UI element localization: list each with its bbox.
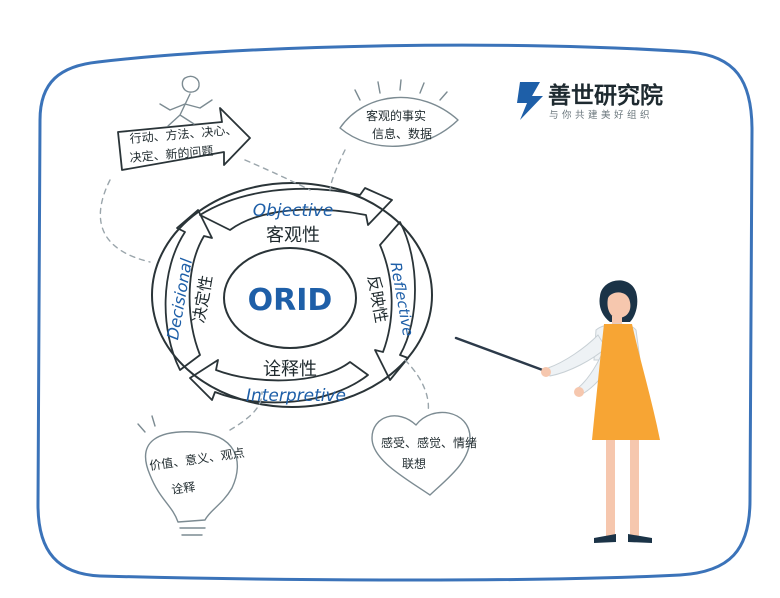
interpretive-en: Interpretive [246,386,346,406]
shoe-right [628,534,652,543]
heart-icon [371,411,471,496]
raised-arm [547,334,607,377]
dashed-connector-bulb [229,391,263,431]
dashed-connector-action-2 [244,159,311,191]
hand-left [541,367,551,377]
brand-slogan: 与你共建美好组织 [549,109,653,121]
heart-note: 感受、感觉、情绪 联想 [371,411,477,496]
pointer-stick [454,336,550,374]
frame-border [36,43,754,582]
leg-left [606,440,615,536]
eye-lashes-icon [354,79,448,101]
action-note-line2: 决定、新的问题 [129,143,214,165]
lightning-logo-icon [517,82,543,120]
climbing-figure-icon [159,75,213,127]
lightbulb-icon [144,431,239,536]
heart-note-line2: 联想 [402,456,426,471]
eye-note-line1: 客观的事实 [366,108,426,123]
face [607,292,631,318]
dashed-connector-eye [329,149,346,191]
brand-logo: 善世研究院 与你共建美好组织 [517,82,663,121]
bulb-note: 价值、意义、观点 诠释 [137,415,245,536]
center-label: ORID [248,283,333,318]
neck [612,316,622,326]
arrow-reflective [374,221,416,381]
eye-note-line2: 信息、数据 [372,126,432,141]
action-note: 行动、方法、决心、 决定、新的问题 [117,75,251,171]
dashed-connector-action [99,179,151,263]
leg-right [630,440,639,536]
arrow-sign-icon [117,107,251,171]
bulb-rays-icon [137,415,156,433]
eye-note: 客观的事实 信息、数据 [339,79,459,147]
objective-en: Objective [253,201,334,221]
inner-ring [223,247,357,349]
objective-zh: 客观性 [266,225,320,246]
dashed-connector-heart [404,359,430,413]
bulb-note-line2: 诠释 [170,479,196,497]
eye-icon [339,96,459,147]
brand-name: 善世研究院 [548,82,663,109]
heart-note-line1: 感受、感觉、情绪 [381,435,477,450]
presenter-figure [541,280,660,543]
shoe-left [594,534,616,543]
arrow-interpretive [189,359,369,404]
orange-dress [592,324,660,440]
interpretive-zh: 诠释性 [263,359,317,380]
arrow-decisional [164,209,213,371]
arrow-objective [199,187,393,231]
bulb-note-line1: 价值、意义、观点 [148,445,245,473]
hand-right [574,387,584,397]
